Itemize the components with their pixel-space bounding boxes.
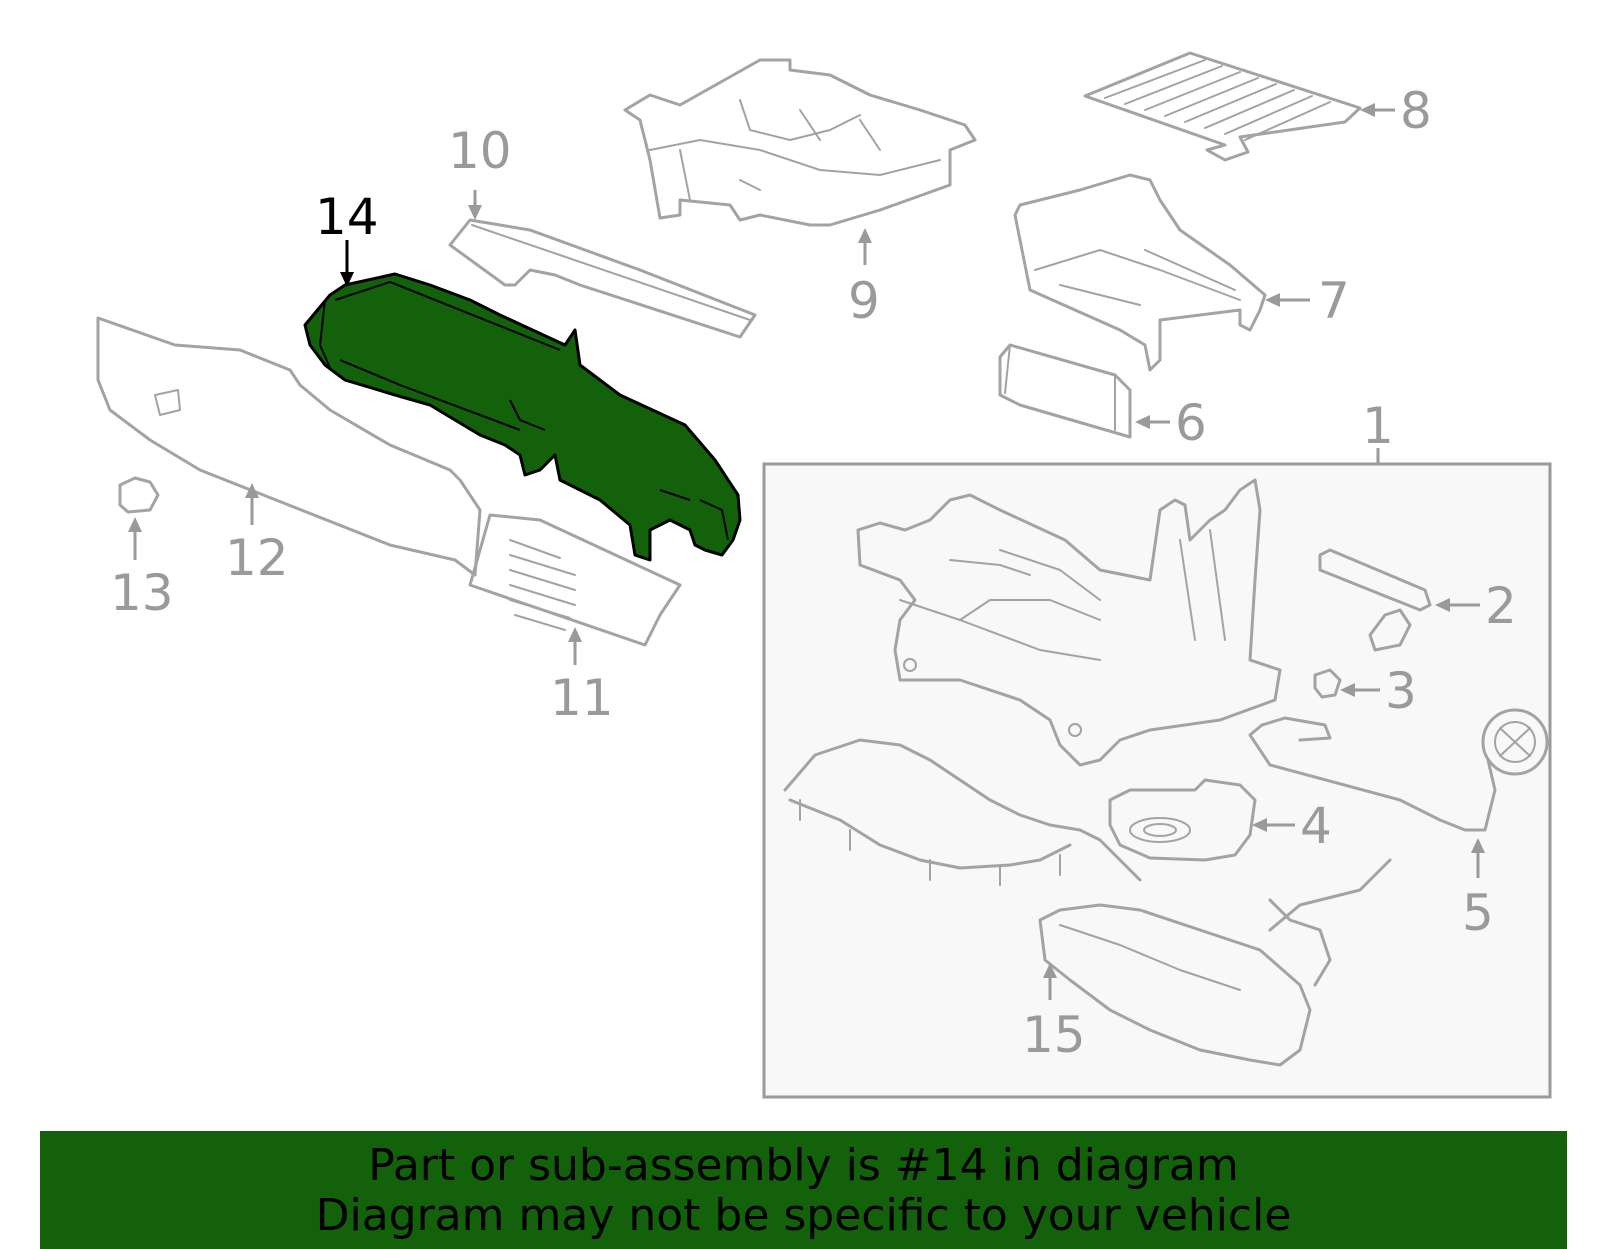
svg-text:3: 3: [1385, 662, 1417, 720]
svg-text:10: 10: [448, 122, 512, 180]
part-6-pad: [998, 343, 1132, 439]
svg-text:6: 6: [1175, 394, 1207, 452]
svg-text:1: 1: [1362, 397, 1394, 455]
svg-text:4: 4: [1300, 797, 1332, 855]
part-15-harness: [783, 738, 1392, 1067]
svg-text:9: 9: [848, 272, 880, 330]
part-11-grille-panel: [468, 513, 682, 647]
callout-7: 7: [1265, 272, 1350, 330]
svg-text:7: 7: [1318, 272, 1350, 330]
part-8-mat: [1083, 51, 1362, 162]
part-1-assembly-box: [762, 462, 1552, 1099]
part-14-console-panel: [303, 272, 742, 562]
part-4-bracket: [1108, 778, 1257, 862]
svg-text:8: 8: [1400, 82, 1432, 140]
info-banner: Part or sub-assembly is #14 in diagram D…: [40, 1131, 1567, 1249]
part-7-tray: [1013, 173, 1267, 372]
banner-line-2: Diagram may not be specific to your vehi…: [315, 1190, 1292, 1241]
callout-2: 2: [1435, 577, 1517, 635]
part-12-side-panel: [96, 316, 482, 577]
callout-14: 14: [315, 188, 379, 287]
callout-5: 5: [1462, 838, 1494, 942]
part-5-cable: [1248, 708, 1549, 832]
banner-line-1: Part or sub-assembly is #14 in diagram: [368, 1140, 1239, 1191]
callout-6: 6: [1135, 394, 1207, 452]
callout-10: 10: [448, 122, 512, 220]
part-2-bar: [1318, 548, 1432, 652]
callout-3: 3: [1340, 662, 1417, 720]
part-1-frame: [856, 478, 1282, 767]
callout-15: 15: [1022, 963, 1086, 1064]
callout-8: 8: [1360, 82, 1432, 140]
part-13-clip: [118, 476, 160, 514]
parts-diagram: 8 9 10 7 6 1 14 12 13 11: [96, 51, 1552, 1099]
svg-text:2: 2: [1485, 577, 1517, 635]
svg-text:14: 14: [315, 188, 379, 246]
part-9-bin: [623, 58, 977, 227]
callout-12: 12: [225, 483, 289, 587]
svg-text:11: 11: [550, 669, 614, 727]
callout-1: 1: [1362, 397, 1394, 464]
svg-text:12: 12: [225, 529, 289, 587]
svg-text:15: 15: [1022, 1006, 1086, 1064]
callout-4: 4: [1252, 797, 1332, 855]
callout-13: 13: [110, 517, 174, 622]
part-3-plug: [1313, 668, 1342, 699]
part-10-strip: [448, 218, 757, 339]
callout-11: 11: [550, 627, 614, 727]
svg-text:13: 13: [110, 564, 174, 622]
callout-9: 9: [848, 228, 880, 330]
svg-text:5: 5: [1462, 884, 1494, 942]
